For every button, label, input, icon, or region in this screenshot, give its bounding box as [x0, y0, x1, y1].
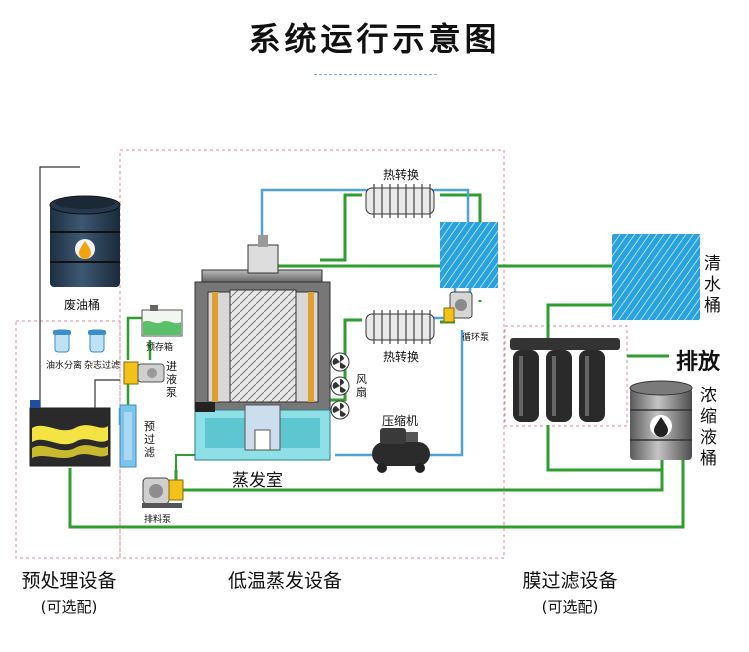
clean-water-tank-label: 清水桶 — [704, 254, 721, 316]
feed-pump-label: 进液泵 — [166, 360, 177, 399]
membrane-section-title: 膜过滤设备 — [522, 570, 618, 592]
pretreatment-tank — [29, 379, 120, 467]
membrane-filters — [510, 338, 620, 422]
membrane-section-note: (可选配) — [541, 598, 599, 616]
waste-oil-tank-label: 废油桶 — [64, 298, 101, 312]
pretreatment-section-note: (可选配) — [40, 598, 98, 616]
impurity-filter-icon — [88, 329, 106, 353]
evaporator — [194, 235, 331, 461]
concentrate-drum — [629, 380, 693, 460]
concentrate-tank-label: 浓缩液桶 — [700, 386, 717, 469]
waste-oil-drum — [49, 195, 121, 287]
membrane-frame — [504, 325, 628, 427]
storage-tank — [141, 305, 183, 337]
circulation-pump — [443, 291, 473, 323]
pre-filter — [119, 404, 137, 468]
evaporation-section-title: 低温蒸发设备 — [227, 570, 342, 592]
fan-icons — [330, 352, 350, 420]
evaporator-label: 蒸发室 — [232, 471, 283, 491]
feed-pump — [123, 361, 165, 385]
circulation-pump-label: 循环泵 — [462, 333, 490, 343]
pretreatment-section-title: 预处理设备 — [21, 570, 117, 592]
heat-exchanger-mid — [365, 310, 435, 344]
condenser-block — [440, 222, 498, 288]
title-underline — [314, 74, 437, 75]
compressor-label: 压缩机 — [382, 414, 419, 428]
heat-exchanger-top-label: 热转换 — [383, 168, 420, 182]
discharge-pump-label: 排料泵 — [144, 515, 172, 525]
storage-tank-label: 预存箱 — [146, 343, 174, 353]
oil-water-separator-icon — [53, 329, 71, 353]
green-pipes — [39, 166, 685, 529]
pre-filter-label: 预过滤 — [144, 420, 155, 459]
heat-exchanger-mid-label: 热转换 — [383, 350, 420, 364]
heat-exchanger-top — [365, 184, 435, 218]
clean-water-tank-body — [612, 234, 700, 320]
fan-label: 风扇 — [356, 373, 367, 399]
discharge-label: 排放 — [676, 350, 721, 375]
evaporation-frame — [119, 149, 505, 559]
impurity-filter-label: 杂志过滤 — [84, 361, 121, 371]
oil-water-sep-label: 油水分离 — [46, 361, 83, 371]
compressor — [372, 428, 430, 473]
diagram-title: 系统运行示意图 — [248, 20, 501, 58]
discharge-pump — [142, 477, 184, 508]
